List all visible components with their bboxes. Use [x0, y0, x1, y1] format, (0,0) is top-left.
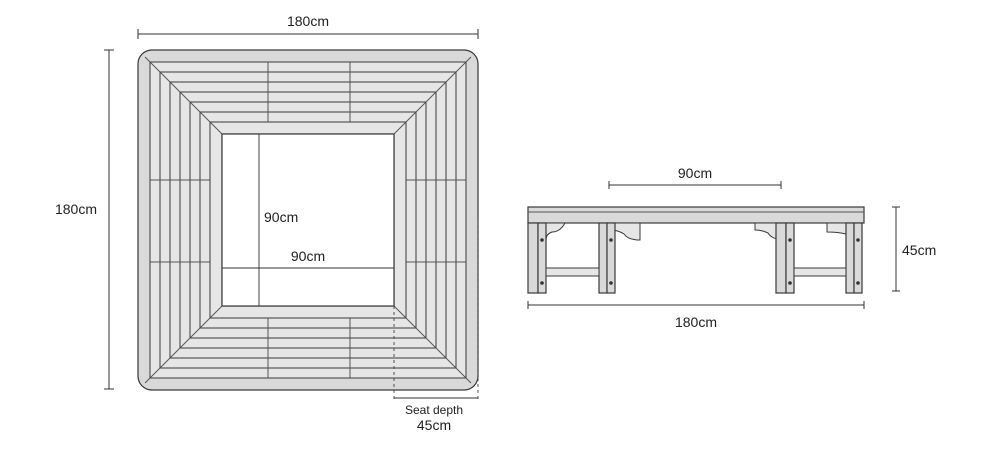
- side-inner-span-label: 90cm: [678, 165, 712, 181]
- plan-inner-width-label: 90cm: [291, 248, 325, 264]
- plan-slat-joints: [150, 62, 466, 378]
- seat-depth-value: 45cm: [417, 417, 451, 433]
- side-height-dimension: 45cm: [892, 206, 936, 292]
- plan-width-dimension: 180cm: [137, 13, 479, 39]
- side-seat-top: [527, 206, 865, 224]
- side-view: 90cm: [527, 165, 936, 330]
- side-length-dimension: 180cm: [527, 301, 865, 330]
- side-height-label: 45cm: [902, 242, 936, 258]
- plan-corner-mitres: [144, 56, 472, 384]
- plan-height-label: 180cm: [55, 201, 97, 217]
- seat-depth-label: Seat depth: [405, 403, 463, 417]
- side-brackets: [536, 222, 857, 241]
- plan-seat-depth-guides: Seat depth 45cm: [393, 222, 479, 433]
- side-bolts: [540, 238, 860, 285]
- side-stretchers: [545, 267, 847, 277]
- plan-inner-dimensions: 90cm 90cm: [222, 134, 394, 306]
- plan-inner-height-label: 90cm: [264, 209, 298, 225]
- plan-view: 180cm 180cm: [55, 13, 479, 433]
- side-legs: [527, 222, 863, 294]
- plan-height-dimension: 180cm: [55, 49, 114, 390]
- side-inner-span-dimension: 90cm: [608, 165, 782, 189]
- plan-width-label: 180cm: [287, 13, 329, 29]
- side-length-label: 180cm: [675, 314, 717, 330]
